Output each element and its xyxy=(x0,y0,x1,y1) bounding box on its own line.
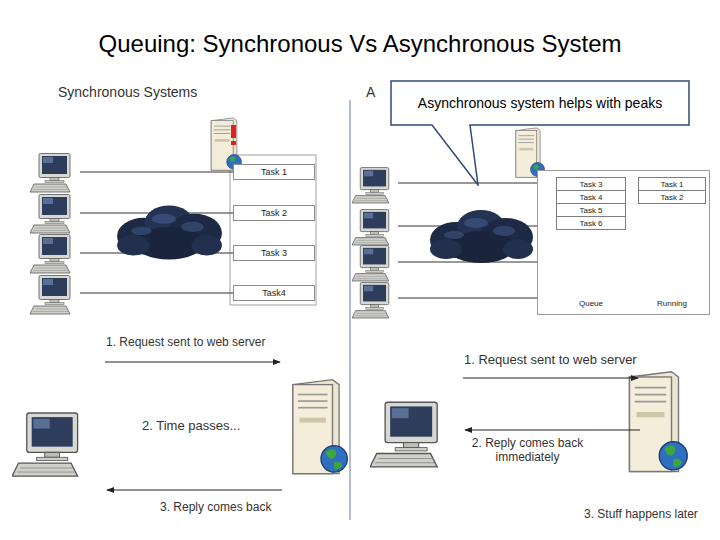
client-computer xyxy=(30,276,70,315)
task-panel xyxy=(230,155,316,305)
web-server xyxy=(630,372,688,472)
task-box: Task 1 xyxy=(233,164,315,180)
step-label: 1. Request sent to web server xyxy=(106,335,265,349)
request-arrow xyxy=(105,362,280,363)
client-computer xyxy=(352,283,389,318)
step-label: 2. Reply comes back immediately xyxy=(465,436,590,465)
task-cell: Task 4 xyxy=(556,190,626,204)
task-label: Task 1 xyxy=(660,180,683,189)
task-box: Task4 xyxy=(233,285,315,301)
request-lines xyxy=(80,172,233,293)
client-computer xyxy=(30,154,70,193)
task-label: Task 4 xyxy=(579,193,602,202)
client-computer xyxy=(12,413,78,476)
request-arrow xyxy=(463,378,638,379)
client-computer xyxy=(352,168,389,203)
task-label: Task 3 xyxy=(579,180,602,189)
reply-arrow xyxy=(107,490,282,491)
section-heading: Synchronous Systems xyxy=(58,84,197,101)
task-label: Task 6 xyxy=(579,219,602,228)
web-server xyxy=(211,118,241,170)
client-computer xyxy=(30,235,70,274)
network-cloud xyxy=(117,206,222,260)
diagram-title: Queuing: Synchronous Vs Asynchronous Sys… xyxy=(0,30,720,58)
task-box: Task 2 xyxy=(233,205,315,221)
step-label: 3. Stuff happens later xyxy=(584,507,698,521)
step-label: 1. Request sent to web server xyxy=(464,352,637,368)
section-heading: A xyxy=(366,84,375,101)
task-label: Task 2 xyxy=(660,193,683,202)
callout-text: Asynchronous system helps with peaks xyxy=(390,80,690,126)
task-label: Task 5 xyxy=(579,206,602,215)
task-label: Task4 xyxy=(262,288,286,298)
network-cloud xyxy=(430,210,533,263)
task-cell: Task 3 xyxy=(556,177,626,191)
reply-arrow xyxy=(465,430,640,431)
task-box: Task 3 xyxy=(233,245,315,261)
task-label: Task 2 xyxy=(261,208,287,218)
task-cell: Task 5 xyxy=(556,203,626,217)
queue-panel: Queue Running Task 3 Task 4 Task 5 Task 6 Task… xyxy=(537,170,710,315)
task-cell: Task 6 xyxy=(556,216,626,230)
task-cell: Task 1 xyxy=(638,177,706,191)
step-label: 2. Time passes... xyxy=(142,418,240,434)
task-cell: Task 2 xyxy=(638,190,706,204)
task-label: Task 1 xyxy=(261,167,287,177)
step-label: 3. Reply comes back xyxy=(160,500,271,514)
column-heading: Queue xyxy=(556,299,626,308)
request-lines xyxy=(398,183,537,298)
client-computer xyxy=(30,195,70,234)
client-computer xyxy=(370,402,437,467)
client-computer xyxy=(352,210,389,245)
divider-line xyxy=(349,100,350,520)
web-server xyxy=(293,380,347,474)
column-heading: Running xyxy=(638,299,706,308)
alert-symbol xyxy=(231,125,236,145)
task-label: Task 3 xyxy=(261,248,287,258)
client-computer xyxy=(352,246,389,281)
